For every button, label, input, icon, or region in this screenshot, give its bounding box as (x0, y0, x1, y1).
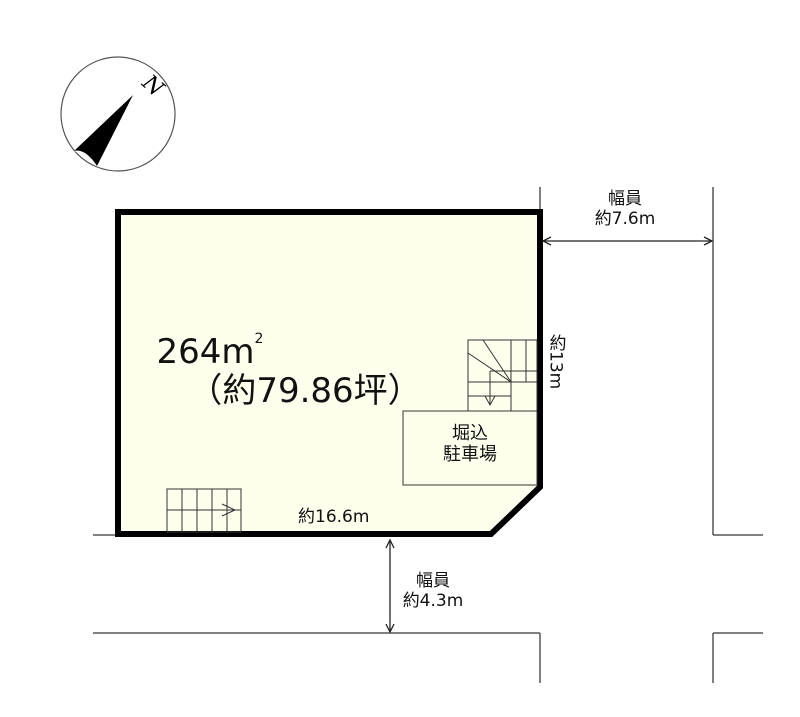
parking-label: 堀込 駐車場 (403, 423, 537, 465)
stair-upper (467, 339, 538, 412)
east-road-label: 幅員 約7.6m (590, 189, 660, 229)
parking-label-line2: 駐車場 (443, 443, 497, 465)
area-label: 264m2 (156, 331, 264, 372)
south-road-width: 約4.3m (402, 590, 464, 611)
dimension-arrows (385, 236, 714, 634)
lot-boundary (115, 209, 543, 537)
south-road-title: 幅員 (416, 571, 450, 591)
south-frontage-dimension: 約16.6m (298, 507, 370, 527)
area-tsubo-label: （約79.86坪） (188, 371, 422, 411)
road-lines (93, 187, 763, 683)
south-road-label: 幅員 約4.3m (398, 571, 468, 611)
east-frontage-dimension: 約13m (545, 334, 566, 390)
stair-lower (166, 488, 242, 533)
compass-icon (60, 56, 176, 172)
parking-label-line1: 堀込 (452, 423, 488, 444)
east-road-title: 幅員 (608, 189, 642, 209)
east-road-width: 約7.6m (594, 208, 656, 229)
